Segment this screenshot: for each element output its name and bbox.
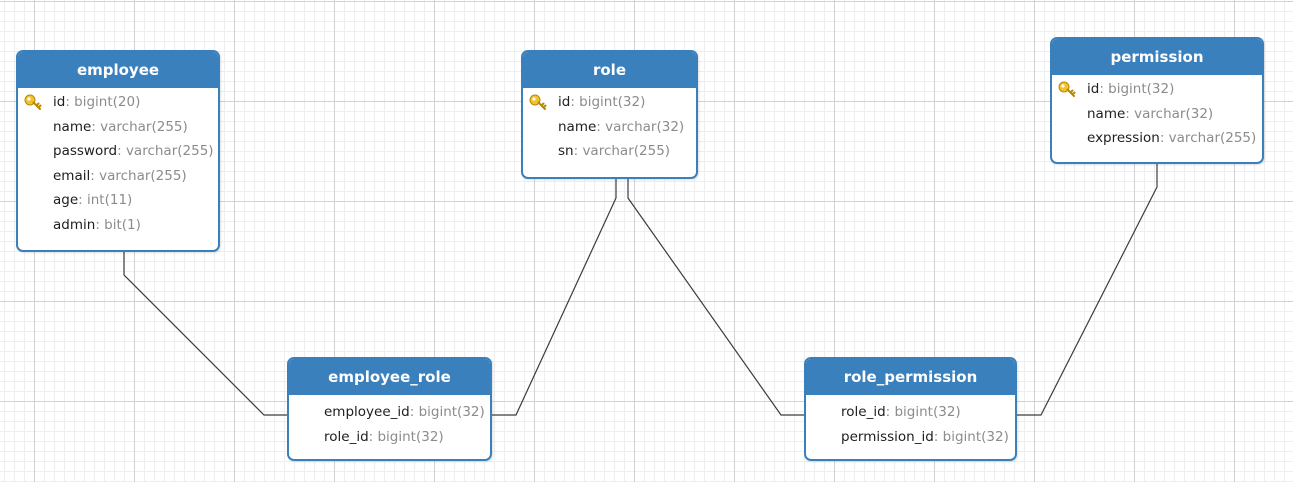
attribute-separator: :	[368, 428, 378, 445]
attribute-name: permission_id	[841, 428, 934, 445]
primary-key-icon	[1058, 81, 1076, 97]
attribute-type: varchar(255)	[99, 167, 187, 184]
attribute-type: varchar(32)	[605, 118, 685, 135]
attribute-name: role_id	[324, 428, 369, 445]
attribute-separator: :	[885, 404, 895, 420]
attribute-name: age	[53, 192, 79, 208]
attribute-name: role_id	[841, 404, 886, 420]
entity-title: permission	[1052, 39, 1262, 75]
entity-title: role	[523, 52, 696, 88]
attribute-name: employee_id	[324, 404, 410, 420]
primary-key-icon	[529, 94, 547, 110]
attribute-type: bigint(20)	[74, 94, 141, 110]
attribute-type: bigint(32)	[1108, 81, 1175, 97]
attribute-type: varchar(255)	[1168, 130, 1257, 146]
attribute-list: id: bigint(32) name: varchar(32) sn: var…	[523, 88, 696, 164]
attribute-row-primary-key[interactable]: id: bigint(32)	[1052, 77, 1262, 102]
attribute-separator: :	[1125, 105, 1135, 122]
attribute-separator: :	[573, 143, 583, 159]
attribute-row[interactable]: sn: varchar(255)	[523, 139, 696, 164]
attribute-type: bigint(32)	[377, 428, 444, 445]
attribute-name: id	[53, 94, 66, 110]
attribute-name: email	[53, 167, 91, 184]
attribute-list: employee_id: bigint(32) role_id: bigint(…	[289, 395, 490, 449]
attribute-row[interactable]: role_id: bigint(32)	[289, 425, 490, 450]
attribute-name: password	[53, 143, 118, 159]
attribute-separator: :	[570, 94, 580, 110]
attribute-type: varchar(255)	[582, 143, 671, 159]
attribute-type: bigint(32)	[418, 404, 485, 420]
attribute-separator: :	[95, 216, 105, 233]
connector-permission-role-permission[interactable]	[1016, 164, 1158, 416]
attribute-name: sn	[558, 143, 574, 159]
attribute-list: id: bigint(20) name: varchar(255) passwo…	[18, 88, 218, 237]
entity-employee[interactable]: employee id: bigint(20) name: varchar(25…	[16, 50, 220, 252]
attribute-type: varchar(32)	[1134, 105, 1214, 122]
attribute-row[interactable]: password: varchar(255)	[18, 139, 218, 164]
attribute-row[interactable]: employee_id: bigint(32)	[289, 400, 490, 425]
attribute-name: name	[1087, 105, 1126, 122]
attribute-name: id	[1087, 81, 1100, 97]
entity-title: employee	[18, 52, 218, 88]
attribute-separator: :	[409, 404, 419, 420]
attribute-separator: :	[933, 428, 943, 445]
attribute-row[interactable]: name: varchar(32)	[523, 115, 696, 140]
attribute-list: id: bigint(32) name: varchar(32) express…	[1052, 75, 1262, 151]
attribute-name: expression	[1087, 130, 1160, 146]
attribute-row[interactable]: permission_id: bigint(32)	[806, 425, 1015, 450]
attribute-type: bigint(32)	[579, 94, 646, 110]
entity-employee-role[interactable]: employee_role employee_id: bigint(32) ro…	[287, 357, 492, 461]
attribute-row[interactable]: admin: bit(1)	[18, 213, 218, 238]
entity-title: employee_role	[289, 359, 490, 395]
attribute-row[interactable]: email: varchar(255)	[18, 164, 218, 189]
entity-permission[interactable]: permission id: bigint(32) name: varchar(…	[1050, 37, 1264, 164]
attribute-list: role_id: bigint(32) permission_id: bigin…	[806, 395, 1015, 449]
attribute-type: bit(1)	[104, 216, 141, 233]
connector-role-employee-role[interactable]	[491, 179, 617, 416]
attribute-type: int(11)	[87, 192, 133, 208]
attribute-row[interactable]: name: varchar(32)	[1052, 102, 1262, 127]
attribute-row[interactable]: name: varchar(255)	[18, 115, 218, 140]
attribute-separator: :	[90, 167, 100, 184]
connector-employee-employee-role[interactable]	[123, 252, 289, 416]
attribute-separator: :	[1159, 130, 1169, 146]
attribute-row[interactable]: role_id: bigint(32)	[806, 400, 1015, 425]
attribute-name: name	[53, 118, 92, 135]
attribute-separator: :	[91, 118, 101, 135]
attribute-separator: :	[117, 143, 126, 159]
attribute-type: varchar(255)	[100, 118, 188, 135]
attribute-row-primary-key[interactable]: id: bigint(20)	[18, 90, 218, 115]
attribute-name: id	[558, 94, 571, 110]
attribute-separator: :	[78, 192, 87, 208]
attribute-row[interactable]: age: int(11)	[18, 188, 218, 213]
attribute-row-primary-key[interactable]: id: bigint(32)	[523, 90, 696, 115]
connector-role-role-permission[interactable]	[627, 179, 805, 416]
attribute-separator: :	[1099, 81, 1109, 97]
attribute-type: bigint(32)	[942, 428, 1009, 445]
attribute-name: admin	[53, 216, 96, 233]
primary-key-icon	[24, 94, 42, 110]
attribute-separator: :	[65, 94, 75, 110]
entity-title: role_permission	[806, 359, 1015, 395]
entity-role[interactable]: role id: bigint(32) name: varchar(32) sn…	[521, 50, 698, 179]
entity-role-permission[interactable]: role_permission role_id: bigint(32) perm…	[804, 357, 1017, 461]
attribute-row[interactable]: expression: varchar(255)	[1052, 126, 1262, 151]
attribute-separator: :	[596, 118, 606, 135]
attribute-name: name	[558, 118, 597, 135]
attribute-type: bigint(32)	[894, 404, 961, 420]
attribute-type: varchar(255)	[125, 143, 214, 159]
